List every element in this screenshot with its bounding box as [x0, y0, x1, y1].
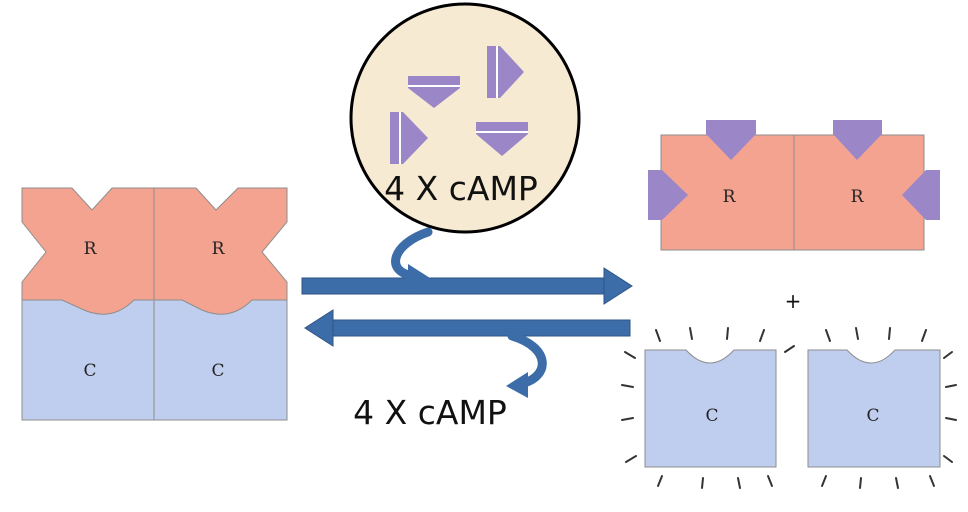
plus-sign: +	[785, 289, 802, 313]
activity-rays-left	[621, 327, 795, 489]
camp-pool-circle	[349, 2, 581, 234]
camp-pool-label: 4 X cAMP	[384, 169, 538, 208]
holoenzyme-r2c2: R R C C	[21, 187, 288, 421]
holoenzyme-regulatory-subunit-left	[21, 187, 155, 315]
bound-camp-side-right	[902, 170, 940, 220]
free-catalytic-subunits: C C	[621, 327, 957, 489]
camp-pool: 4 X cAMP	[349, 2, 581, 234]
camp-binding-curved-arrow	[391, 227, 433, 290]
holoenzyme-regulatory-label-left: R	[84, 239, 98, 259]
bound-regulatory-label-left: R	[723, 187, 737, 207]
released-camp-label: 4 X cAMP	[353, 393, 507, 432]
free-catalytic-subunit-right: C	[807, 327, 957, 489]
holoenzyme-catalytic-label-right: C	[211, 361, 224, 381]
holoenzyme-regulatory-subunit-right	[153, 187, 288, 315]
regulatory-dimer-with-camp: R R	[648, 120, 940, 251]
reverse-arrow	[304, 309, 631, 347]
camp-release-curved-arrow	[506, 331, 547, 398]
bound-camp-top-left	[706, 120, 756, 160]
camp-molecule-4	[476, 122, 528, 156]
forward-arrow	[301, 267, 633, 305]
free-catalytic-label-left: C	[705, 406, 718, 426]
holoenzyme-catalytic-subunit-left	[21, 299, 155, 421]
holoenzyme-catalytic-subunit-right	[153, 299, 288, 421]
free-catalytic-label-right: C	[866, 406, 879, 426]
free-catalytic-subunit-left: C	[621, 327, 795, 489]
equilibrium-arrows: 4 X cAMP	[301, 227, 633, 432]
bound-camp-top-right	[833, 120, 882, 160]
holoenzyme-regulatory-label-right: R	[212, 239, 226, 259]
camp-molecule-1	[408, 76, 460, 108]
camp-molecule-2	[487, 46, 524, 98]
holoenzyme-catalytic-label-left: C	[83, 361, 96, 381]
bound-regulatory-label-right: R	[851, 187, 865, 207]
activity-rays-right	[821, 327, 957, 489]
bound-camp-side-left	[648, 170, 688, 220]
camp-molecule-3	[390, 112, 428, 164]
